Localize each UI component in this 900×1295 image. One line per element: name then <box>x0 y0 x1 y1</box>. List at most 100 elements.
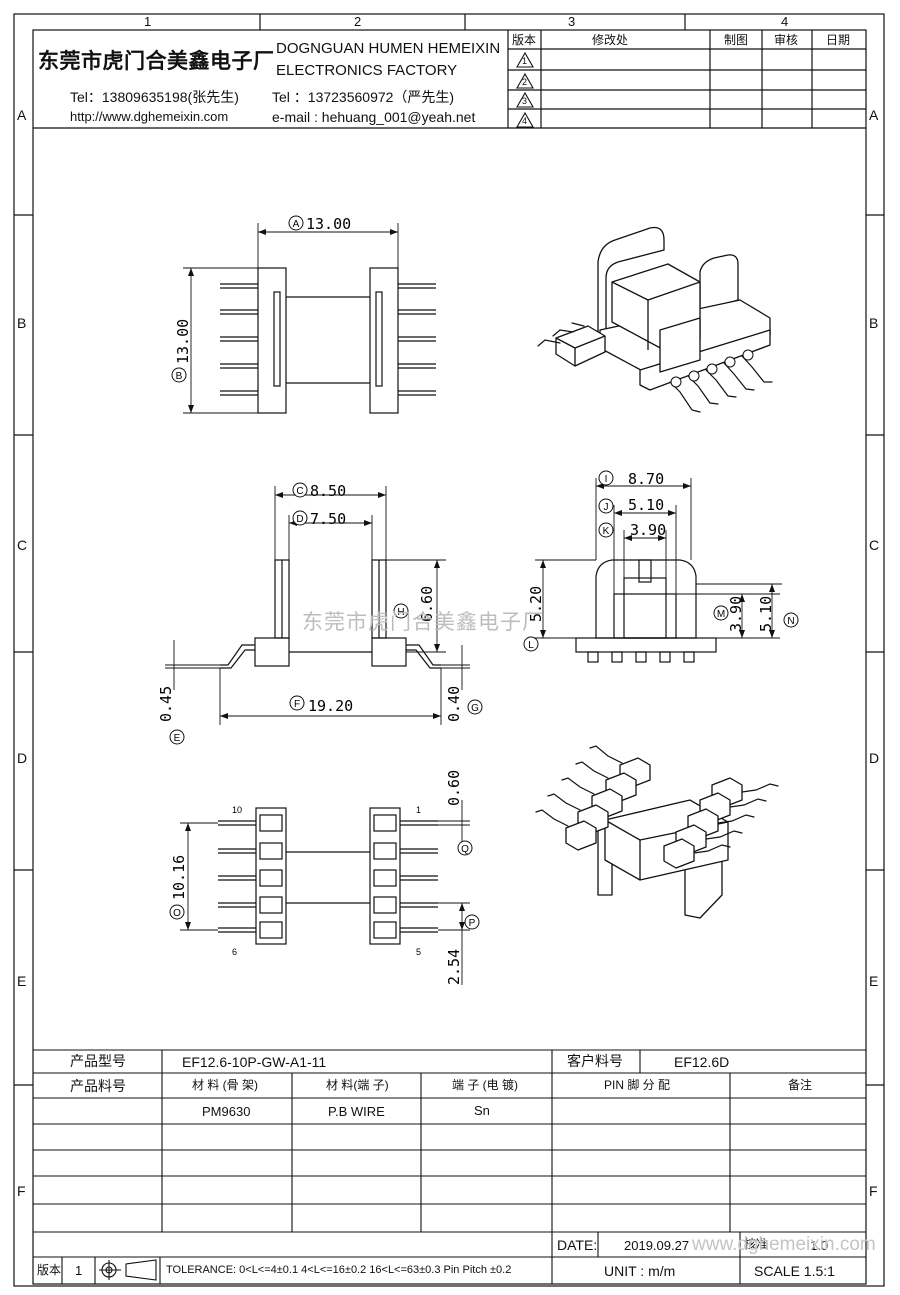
zone-col-2: 2 <box>354 14 362 29</box>
company-email-link[interactable]: e-mail : hehuang_001@yeah.net <box>272 109 476 125</box>
label-part-number: 产品料号 <box>70 1078 126 1094</box>
dim-e-badge: E <box>174 733 181 744</box>
dim-q-badge: Q <box>461 844 469 855</box>
label-remark: 备注 <box>788 1078 813 1092</box>
company-tel-1: Tel：13809635198(张先生) <box>70 89 239 105</box>
zone-row-a-left: A <box>17 107 27 123</box>
dim-c-value: 8.50 <box>310 482 346 500</box>
tolerance-text: TOLERANCE: 0<L<=4±0.1 4<L<=16±0.2 16<L<=… <box>166 1264 512 1276</box>
label-material-pin: 材 料(端 子) <box>326 1078 389 1092</box>
company-name-en-line2: ELECTRONICS FACTORY <box>276 62 458 79</box>
dim-i-badge: I <box>605 474 608 485</box>
revision-triangle-icons <box>516 51 534 128</box>
value-date: 2019.09.27 <box>624 1238 690 1253</box>
zone-row-b-right: B <box>869 315 879 331</box>
dim-m-value: 3.90 <box>727 596 745 632</box>
rev-header-checked: 审核 <box>774 33 799 47</box>
dim-e-value: 0.45 <box>157 686 175 722</box>
zone-row-a-right: A <box>869 107 879 123</box>
dim-b-value: 13.00 <box>174 319 192 364</box>
company-tel-2: Tel ：13723560972（严先生) <box>272 89 455 105</box>
unit-text: UNIT : m/m <box>604 1263 676 1279</box>
dim-q-value: 0.60 <box>445 770 463 806</box>
dim-k-value: 3.90 <box>630 521 666 539</box>
zone-col-1: 1 <box>144 14 152 29</box>
zone-row-c-left: C <box>17 537 28 553</box>
dim-p-badge: P <box>469 918 476 929</box>
value-product-model: EF12.6-10P-GW-A1-11 <box>182 1054 327 1070</box>
pin-label-6: 6 <box>232 947 237 957</box>
dim-a-badge: A <box>293 219 300 230</box>
dim-b-badge: B <box>176 371 183 382</box>
watermark-url: www.dghemeixin.com <box>692 1234 876 1255</box>
rev-header-version: 版本 <box>512 33 537 47</box>
rev-header-date: 日期 <box>826 33 851 47</box>
dim-o-value: 10.16 <box>170 855 188 900</box>
value-material-frame: PM9630 <box>202 1104 251 1119</box>
value-approval: 1.0 <box>810 1238 829 1253</box>
dim-k-badge: K <box>603 526 610 537</box>
dim-l-badge: L <box>528 640 534 651</box>
label-plating: 端 子 (电 镀) <box>452 1078 518 1092</box>
zone-row-d-left: D <box>17 750 28 766</box>
zone-row-f-right: F <box>869 1183 878 1199</box>
dim-n-value: 5.10 <box>757 596 775 632</box>
zone-row-d-right: D <box>869 750 880 766</box>
scale-text: SCALE 1.5:1 <box>754 1263 835 1279</box>
dim-i-value: 8.70 <box>628 470 664 488</box>
dim-h-badge: H <box>397 607 404 618</box>
dim-j-value: 5.10 <box>628 496 664 514</box>
dim-a-value: 13.00 <box>306 215 351 233</box>
dim-f-badge: F <box>294 699 300 710</box>
company-website-link[interactable]: http://www.dghemeixin.com <box>70 109 229 124</box>
dim-o-badge: O <box>173 908 181 919</box>
dim-m-badge: M <box>717 609 725 620</box>
dim-f-value: 19.20 <box>308 697 353 715</box>
label-date: DATE: <box>557 1237 598 1253</box>
rev-row-2-number: 2 <box>522 77 528 87</box>
dim-c-badge: C <box>296 486 303 497</box>
rev-header-drawn: 制图 <box>724 33 749 47</box>
label-version: 版本 <box>37 1263 62 1277</box>
label-approval: 核准 <box>744 1237 769 1251</box>
zone-row-c-right: C <box>869 537 880 553</box>
dim-h-value: 6.60 <box>418 586 436 622</box>
zone-col-4: 4 <box>781 14 789 29</box>
dim-p-value: 2.54 <box>445 949 463 985</box>
zone-row-f-left: F <box>17 1183 26 1199</box>
pin-label-1: 1 <box>416 805 421 815</box>
zone-col-3: 3 <box>568 14 576 29</box>
value-version: 1 <box>75 1263 83 1278</box>
dim-n-badge: N <box>787 616 794 627</box>
dim-d-value: 7.50 <box>310 510 346 528</box>
dim-g-value: 0.40 <box>445 686 463 722</box>
pin-label-10: 10 <box>232 805 242 815</box>
label-product-model: 产品型号 <box>70 1053 126 1069</box>
watermark-text: 东莞市虎门合美鑫电子厂 <box>302 611 544 634</box>
pin-label-5: 5 <box>416 947 421 957</box>
projection-symbol-icon <box>99 1259 157 1281</box>
dim-d-badge: D <box>296 514 303 525</box>
rev-row-1-number: 1 <box>522 56 528 66</box>
rev-header-change: 修改处 <box>592 33 629 47</box>
value-material-pin: P.B WIRE <box>328 1104 385 1119</box>
zone-row-b-left: B <box>17 315 27 331</box>
value-plating: Sn <box>474 1103 490 1118</box>
dim-j-badge: J <box>604 502 609 513</box>
dim-g-badge: G <box>471 703 479 714</box>
zone-row-e-right: E <box>869 973 879 989</box>
value-customer-model: EF12.6D <box>674 1054 730 1070</box>
dim-l-value: 5.20 <box>527 586 545 622</box>
company-name-en-line1: DOGNGUAN HUMEN HEMEIXIN <box>276 40 501 57</box>
company-name-cn: 东莞市虎门合美鑫电子厂 <box>38 50 275 73</box>
rev-row-3-number: 3 <box>522 96 528 106</box>
zone-row-e-left: E <box>17 973 27 989</box>
